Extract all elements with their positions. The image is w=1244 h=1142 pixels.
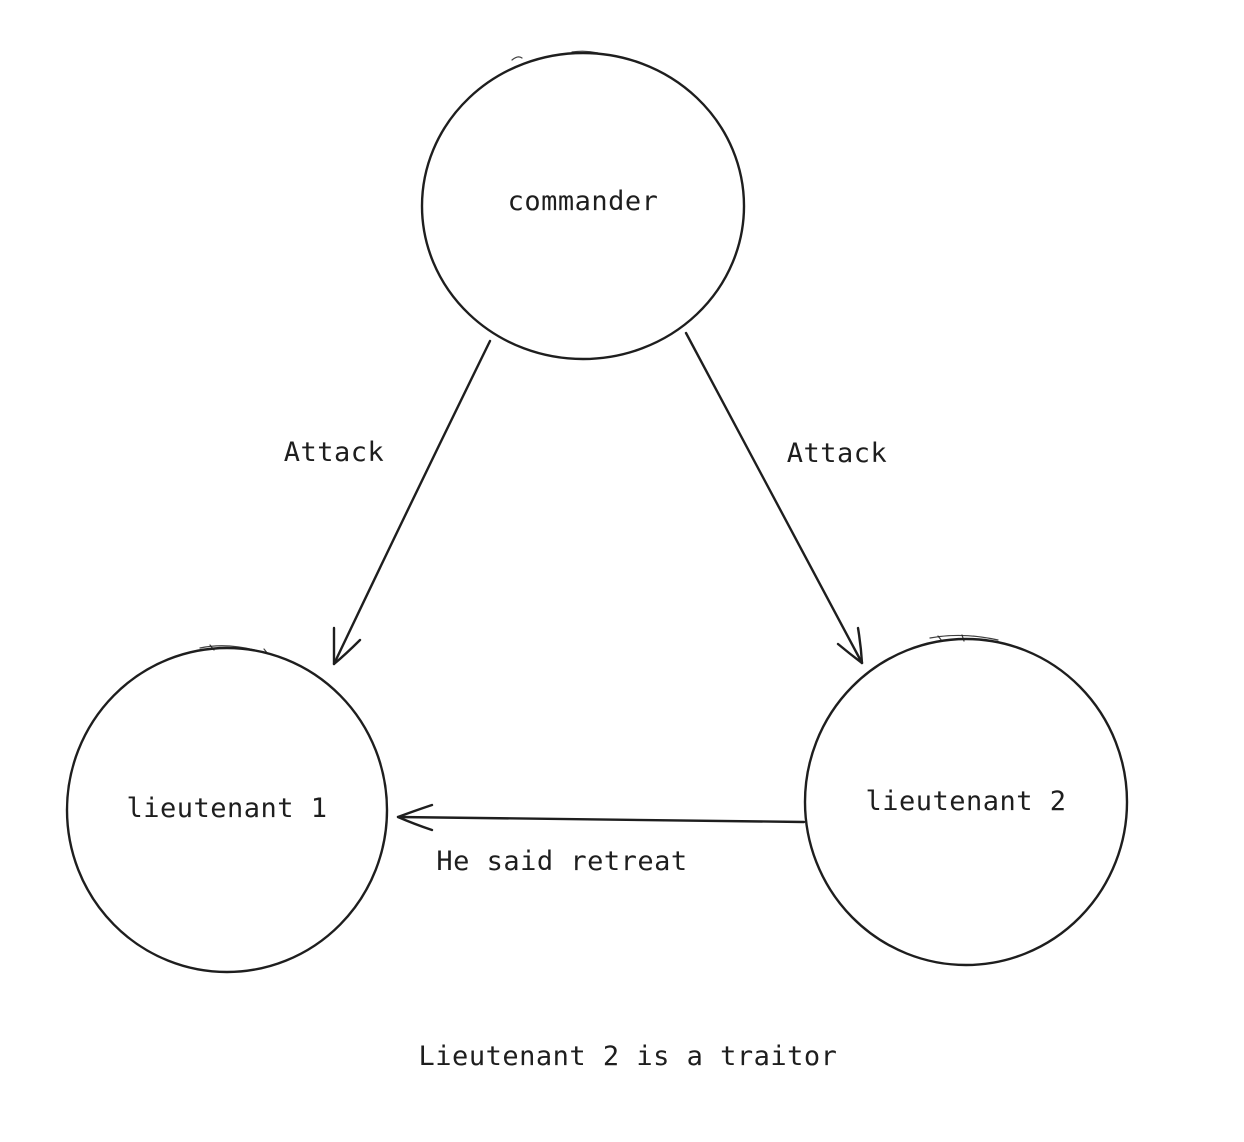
footer-note: Lieutenant 2 is a traitor	[419, 1041, 838, 1072]
edge-commander-to-lieutenant-2[interactable]: Attack	[684, 331, 888, 665]
edge-lieutenant-2-to-lieutenant-1[interactable]: He said retreat	[396, 803, 806, 877]
edge-commander-to-lieutenant-1-line	[332, 339, 492, 666]
edge-commander-to-lieutenant-1-label: Attack	[284, 437, 385, 468]
arrowhead-lieutenant-2-icon	[836, 626, 864, 665]
node-lieutenant-1-label: lieutenant 1	[126, 793, 327, 824]
edge-lieutenant-2-to-lieutenant-1-label: He said retreat	[436, 846, 687, 877]
edge-commander-to-lieutenant-2-line	[684, 331, 864, 665]
edge-lieutenant-2-to-lieutenant-1-line	[396, 815, 806, 824]
node-commander-label: commander	[508, 186, 659, 217]
node-lieutenant-2-label: lieutenant 2	[865, 786, 1066, 817]
node-commander[interactable]: commander	[420, 50, 746, 361]
node-lieutenant-2[interactable]: lieutenant 2	[803, 634, 1129, 967]
node-lieutenant-1[interactable]: lieutenant 1	[65, 644, 389, 974]
edge-commander-to-lieutenant-2-label: Attack	[787, 438, 888, 469]
edge-commander-to-lieutenant-1[interactable]: Attack	[284, 339, 492, 666]
arrowhead-lieutenant-1-left-icon	[396, 803, 434, 832]
arrowhead-lieutenant-1-icon	[332, 626, 362, 666]
